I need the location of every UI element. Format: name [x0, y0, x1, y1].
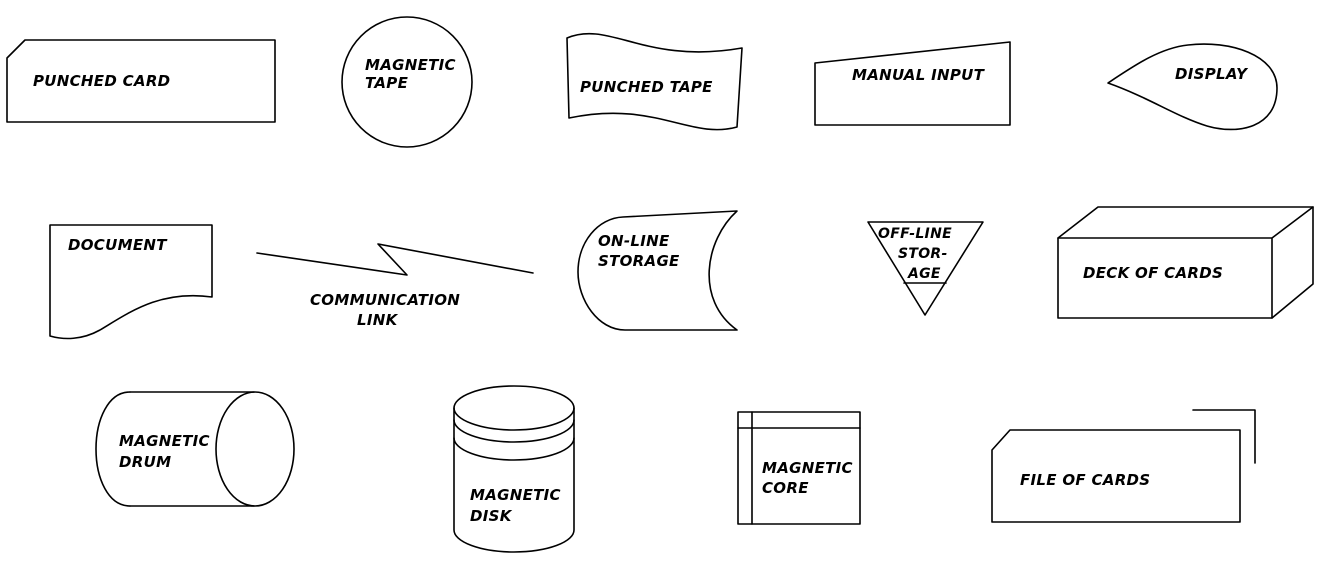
magnetic-tape-label-line2: TAPE [365, 74, 409, 92]
display-symbol: DISPLAY [1107, 43, 1278, 131]
online-storage-label-line1: ON-LINE [598, 232, 670, 250]
document-symbol: DOCUMENT [49, 224, 213, 340]
punched-card-symbol: PUNCHED CARD [6, 39, 276, 123]
offline-storage-label-line1: OFF-LINE [878, 226, 952, 242]
magnetic-drum-label-line2: DRUM [119, 453, 171, 471]
communication-link-symbol: COMMUNICATION LINK [256, 243, 534, 329]
offline-storage-label-line3: AGE [907, 266, 941, 282]
display-label: DISPLAY [1175, 65, 1249, 83]
manual-input-symbol: MANUAL INPUT [814, 41, 1011, 126]
magnetic-disk-label-line1: MAGNETIC [470, 486, 561, 504]
file-of-cards-symbol: FILE OF CARDS [991, 409, 1256, 523]
deck-of-cards-label: DECK OF CARDS [1083, 264, 1223, 282]
magnetic-core-symbol: MAGNETIC CORE [737, 411, 861, 525]
magnetic-drum-label-line1: MAGNETIC [119, 432, 210, 450]
communication-link-label-line2: LINK [357, 311, 399, 329]
punched-card-label: PUNCHED CARD [33, 72, 170, 90]
magnetic-disk-symbol: MAGNETIC DISK [453, 385, 575, 553]
magnetic-core-label-line1: MAGNETIC [762, 459, 853, 477]
magnetic-tape-label-line1: MAGNETIC [365, 56, 456, 74]
punched-tape-symbol: PUNCHED TAPE [566, 32, 743, 131]
offline-storage-label-line2: STOR- [898, 246, 948, 262]
magnetic-tape-symbol: MAGNETIC TAPE [341, 16, 473, 148]
file-of-cards-label: FILE OF CARDS [1020, 471, 1150, 489]
magnetic-disk-label-line2: DISK [470, 507, 513, 525]
online-storage-symbol: ON-LINE STORAGE [577, 210, 738, 331]
deck-of-cards-symbol: DECK OF CARDS [1057, 206, 1314, 319]
magnetic-core-label-line2: CORE [762, 479, 809, 497]
document-label: DOCUMENT [68, 236, 168, 254]
offline-storage-symbol: OFF-LINE STOR- AGE [867, 221, 984, 316]
communication-link-label-line1: COMMUNICATION [310, 291, 460, 309]
magnetic-drum-symbol: MAGNETIC DRUM [95, 391, 295, 507]
punched-tape-label: PUNCHED TAPE [580, 78, 713, 96]
online-storage-label-line2: STORAGE [598, 252, 680, 270]
manual-input-label: MANUAL INPUT [852, 66, 986, 84]
